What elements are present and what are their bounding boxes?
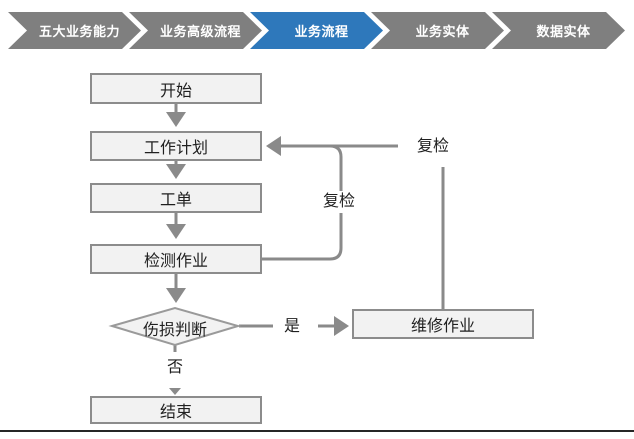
- node-start: 开始: [90, 73, 262, 104]
- tab-label: 数据实体: [536, 24, 591, 39]
- node-label: 开始: [159, 82, 192, 100]
- edge-label-recheck-from-repair: 复检: [408, 136, 458, 158]
- node-label: 结束: [159, 404, 192, 421]
- tab-label: 五大业务能力: [38, 24, 120, 39]
- node-inspection-job: 检测作业: [90, 244, 262, 274]
- tab-label: 业务实体: [415, 24, 470, 39]
- tab-business-highlevel-process[interactable]: 业务高级流程: [129, 12, 262, 49]
- node-label: 工作计划: [143, 140, 208, 157]
- tab-data-entity[interactable]: 数据实体: [492, 12, 625, 49]
- node-label: 维修作业: [410, 318, 475, 335]
- edge-label-no: 否: [161, 357, 189, 379]
- edge-label-recheck-from-inspect: 复检: [316, 191, 362, 213]
- tab-business-process-active[interactable]: 业务流程: [250, 12, 383, 49]
- tab-business-entity[interactable]: 业务实体: [371, 12, 504, 49]
- node-end: 结束: [90, 396, 262, 424]
- node-damage-decision-label: 伤损判断: [142, 322, 207, 339]
- tab-label: 业务高级流程: [159, 24, 241, 39]
- slide-bottom-border: [0, 430, 634, 432]
- tab-five-business-capabilities[interactable]: 五大业务能力: [8, 12, 141, 49]
- node-repair-job: 维修作业: [352, 309, 534, 339]
- node-work-order: 工单: [90, 183, 262, 213]
- arrowhead-no-to-end: [169, 388, 181, 395]
- node-work-plan: 工作计划: [90, 131, 262, 161]
- node-label: 检测作业: [143, 253, 208, 270]
- node-label: 工单: [159, 192, 192, 209]
- edge-label-yes: 是: [278, 316, 306, 338]
- tab-label: 业务流程: [294, 24, 349, 39]
